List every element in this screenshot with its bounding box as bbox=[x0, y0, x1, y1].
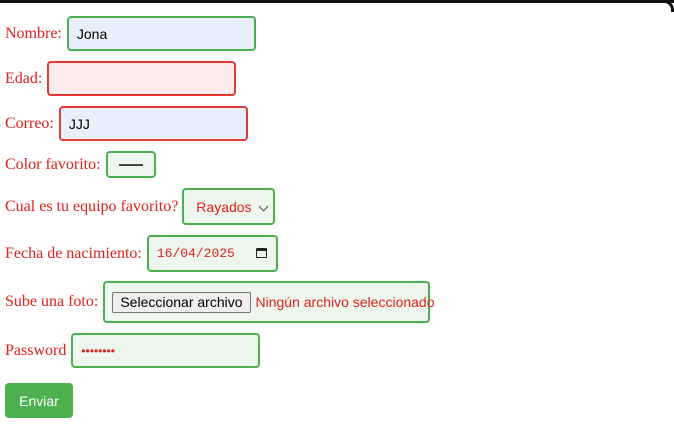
password-label: Password bbox=[5, 341, 67, 359]
foto-row: Sube una foto: Seleccionar archivo Ningú… bbox=[5, 281, 435, 323]
chevron-down-icon bbox=[258, 201, 269, 212]
foto-input[interactable]: Seleccionar archivo Ningún archivo selec… bbox=[103, 281, 435, 323]
correo-value: JJJ bbox=[68, 115, 90, 132]
fecha-label: Fecha de nacimiento: bbox=[5, 244, 142, 262]
correo-label: Correo: bbox=[5, 114, 54, 132]
color-label: Color favorito: bbox=[5, 155, 101, 173]
calendar-icon[interactable] bbox=[255, 248, 267, 258]
window-corner bbox=[662, 0, 674, 12]
file-status: Ningún archivo seleccionado bbox=[255, 294, 435, 310]
edad-input[interactable] bbox=[47, 61, 237, 96]
correo-input[interactable]: JJJ bbox=[58, 106, 248, 141]
password-input[interactable]: •••••••• bbox=[71, 333, 261, 368]
correo-row: Correo: JJJ bbox=[5, 106, 248, 141]
password-row: Password •••••••• bbox=[5, 333, 261, 368]
nombre-input[interactable]: Jona bbox=[66, 16, 256, 51]
select-file-button[interactable]: Seleccionar archivo bbox=[112, 291, 251, 313]
fecha-value: 16/04/2025 bbox=[156, 246, 235, 261]
nombre-value: Jona bbox=[76, 25, 108, 42]
nombre-row: Nombre: Jona bbox=[5, 16, 256, 51]
equipo-row: Cual es tu equipo favorito? Rayados bbox=[5, 188, 276, 225]
color-row: Color favorito: bbox=[5, 151, 156, 178]
color-swatch bbox=[118, 164, 143, 166]
edad-row: Edad: bbox=[5, 61, 237, 96]
top-edge bbox=[0, 0, 674, 3]
equipo-selected-value: Rayados bbox=[196, 198, 252, 215]
fecha-row: Fecha de nacimiento: 16/04/2025 bbox=[5, 235, 278, 272]
fecha-input[interactable]: 16/04/2025 bbox=[146, 235, 278, 272]
password-value: •••••••• bbox=[81, 343, 115, 358]
nombre-label: Nombre: bbox=[5, 24, 62, 42]
submit-button[interactable]: Enviar bbox=[5, 383, 73, 418]
equipo-label: Cual es tu equipo favorito? bbox=[5, 197, 179, 215]
foto-label: Sube una foto: bbox=[5, 293, 99, 310]
equipo-select[interactable]: Rayados bbox=[182, 188, 276, 225]
edad-label: Edad: bbox=[5, 69, 43, 87]
color-picker[interactable] bbox=[105, 151, 156, 178]
